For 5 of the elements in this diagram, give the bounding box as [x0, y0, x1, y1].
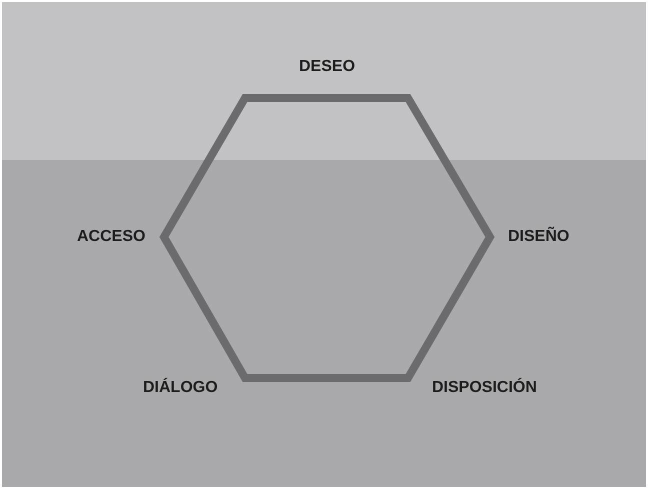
vertex-label: ACCESO [77, 227, 146, 247]
vertex-label: DISEÑO [508, 227, 570, 247]
vertex-label: DISPOSICIÓN [432, 378, 537, 398]
vertex-label: DESEO [299, 57, 356, 77]
vertex-label: DIÁLOGO [143, 378, 218, 398]
